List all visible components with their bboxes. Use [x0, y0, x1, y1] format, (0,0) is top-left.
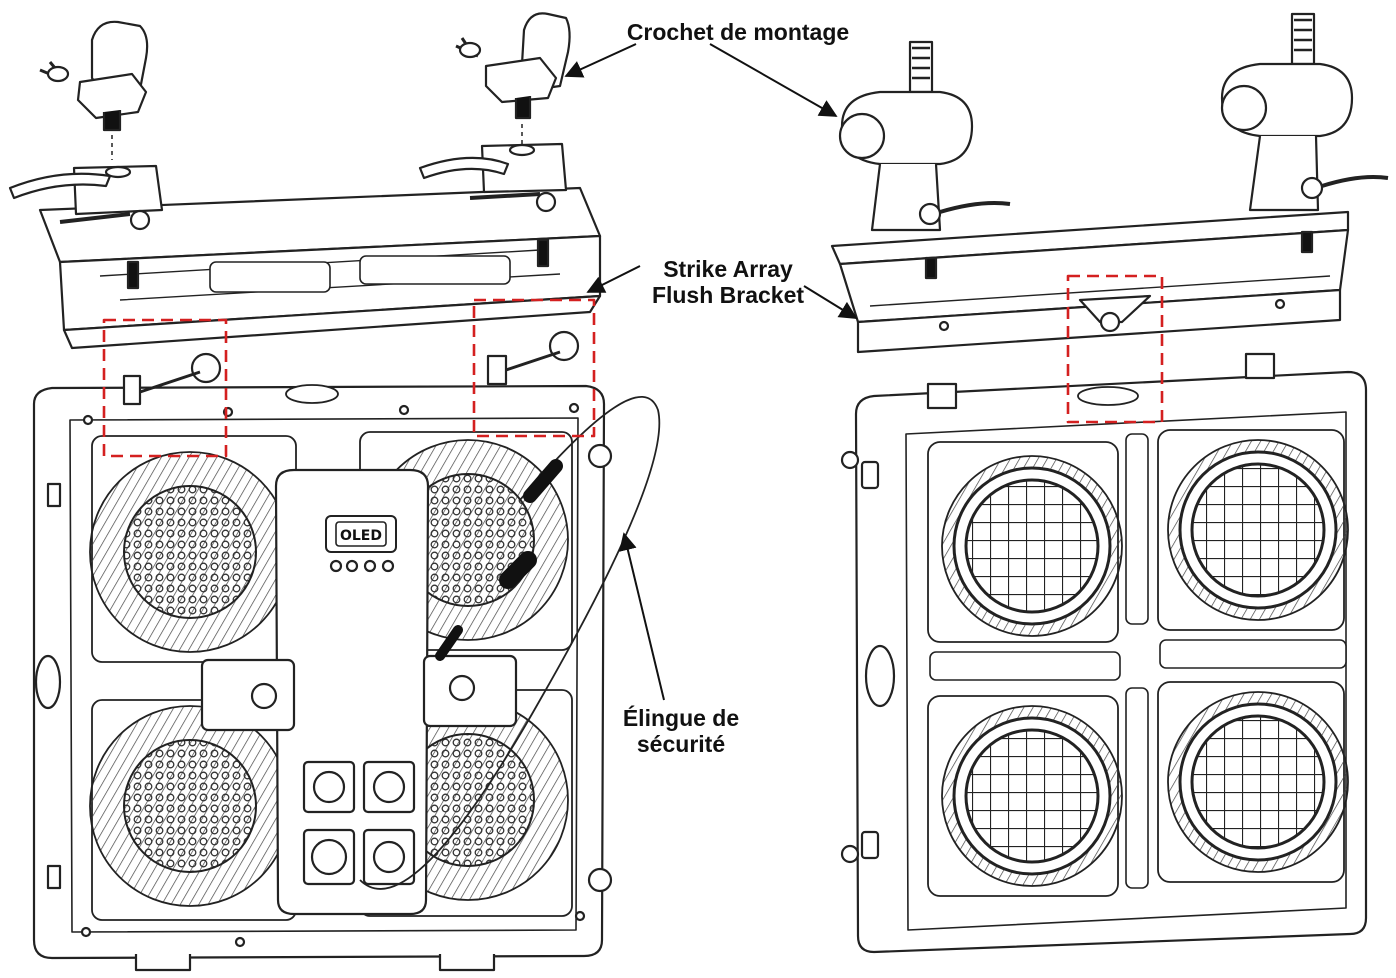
clamp-right-b — [1220, 12, 1389, 212]
arrow-bracket-right — [803, 285, 858, 319]
arrow-safety-cable — [619, 532, 665, 701]
label-safety-line1: Élingue de — [622, 705, 740, 731]
display-label: OLED — [340, 528, 382, 544]
alignment-guide-right — [1066, 274, 1164, 424]
fixture-front-body — [840, 352, 1368, 954]
right-assembly — [830, 12, 1389, 954]
clamp-right-a — [838, 40, 1011, 232]
clamp-left-b — [455, 12, 571, 150]
label-safety-line2: sécurité — [636, 731, 726, 757]
left-assembly: OLED — [8, 12, 661, 972]
arrow-clamp-left — [564, 43, 637, 78]
fixture-rear-body: OLED — [32, 330, 661, 972]
alignment-guides-left — [102, 298, 596, 458]
bracket-left — [8, 142, 602, 350]
label-bracket-line1: Strike Array — [663, 256, 793, 282]
bracket-right — [830, 210, 1350, 354]
callout-arrows — [564, 43, 858, 701]
arrow-clamp-right — [709, 43, 838, 117]
clamp-left-a — [39, 20, 149, 160]
label-mounting-clamp: Crochet de montage — [626, 19, 850, 45]
arrow-bracket-left — [586, 265, 641, 293]
label-bracket-line2: Flush Bracket — [651, 282, 805, 308]
